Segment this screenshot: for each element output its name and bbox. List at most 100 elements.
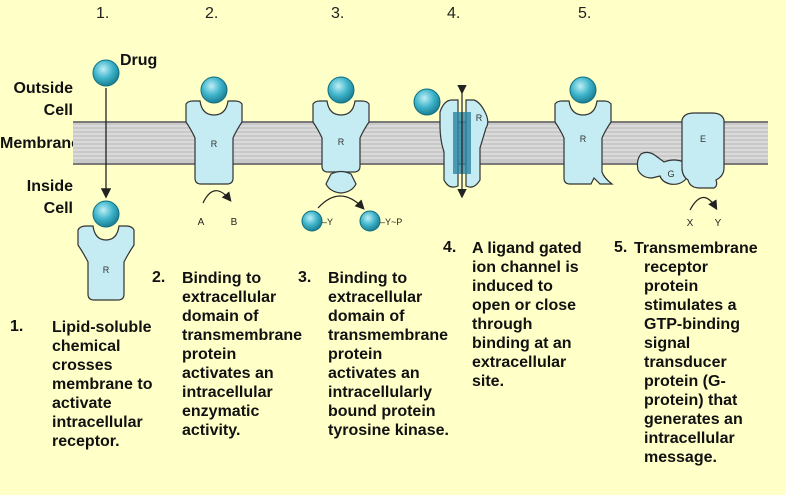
receptor-label-4: R — [476, 113, 483, 123]
caption-line: message. — [644, 449, 717, 466]
phosphorylation-arrow — [317, 195, 365, 210]
caption-line: intracellular — [182, 384, 273, 401]
transmembrane-receptor-2 — [185, 100, 243, 185]
ion-channel-right-subunit — [465, 99, 489, 188]
caption-line: intracellularly — [328, 384, 433, 401]
caption-line: site. — [472, 373, 505, 390]
outside-label-line: Outside — [13, 80, 73, 97]
caption-line: activate — [52, 395, 112, 412]
step-number-2: 2. — [205, 5, 219, 22]
g-protein — [636, 151, 690, 185]
caption-5: Transmembrane receptor protein stimulate… — [634, 239, 758, 467]
intracellular-receptor — [77, 225, 135, 301]
tyrosine-kinase — [325, 170, 357, 194]
g-protein-label: G — [667, 169, 674, 179]
caption-line: activity. — [182, 422, 241, 439]
caption-line: open or close — [472, 297, 577, 314]
caption-line: activates an — [182, 365, 274, 382]
drug-molecule-1 — [92, 59, 120, 87]
cell-label-line: Cell — [43, 102, 73, 119]
effector-label: E — [700, 134, 706, 144]
membrane-label: Membrane — [0, 135, 81, 152]
cell-label-line-2: Cell — [43, 200, 73, 217]
caption-3-number: 3. — [298, 269, 312, 286]
caption-line: Binding to — [182, 270, 262, 287]
caption-line: protein) that — [644, 392, 738, 409]
caption-line: bound protein — [328, 403, 436, 420]
drug-molecule-4 — [413, 88, 441, 116]
caption-5-number: 5. — [614, 239, 628, 256]
drug-molecule-2 — [200, 76, 228, 104]
step-number-3: 3. — [331, 5, 345, 22]
substrate-a-label: A — [198, 217, 205, 228]
caption-line: A ligand gated — [472, 240, 582, 257]
caption-line: protein — [182, 346, 237, 363]
outside-cell-label: Outside Cell — [0, 78, 73, 122]
step-number-5: 5. — [578, 5, 592, 22]
caption-line: extracellular — [328, 289, 423, 306]
caption-line: induced to — [472, 278, 553, 295]
caption-line: membrane to — [52, 376, 153, 393]
inside-label-line: Inside — [26, 178, 73, 195]
receptor-label-5: R — [580, 134, 587, 144]
receptor-label-1: R — [103, 265, 110, 275]
enzyme-reaction-arrow — [202, 190, 232, 204]
caption-line: Binding to — [328, 270, 408, 287]
caption-line: receptor. — [52, 433, 120, 450]
caption-line: GTP-binding — [644, 316, 740, 333]
substrate-y-label: –Y — [322, 217, 333, 227]
second-messenger-arrow — [689, 196, 718, 211]
substrate-protein — [301, 210, 323, 232]
caption-line: ion channel is — [472, 259, 579, 276]
phosphorylated-protein — [359, 210, 381, 232]
step-number-4: 4. — [447, 5, 461, 22]
step-number-1: 1. — [96, 5, 110, 22]
caption-line: intracellular — [644, 430, 735, 447]
caption-4-number: 4. — [443, 239, 457, 256]
inside-cell-label: Inside Cell — [0, 176, 73, 220]
caption-line: transmembrane — [182, 327, 303, 344]
caption-line: activates an — [328, 365, 420, 382]
drug-label: Drug — [120, 52, 158, 69]
caption-line: domain of — [328, 308, 405, 325]
gpcr-receptor — [554, 100, 614, 185]
effector-protein — [681, 112, 725, 189]
drug-molecule-bound-1 — [92, 200, 120, 228]
caption-1-number: 1. — [10, 318, 24, 335]
caption-line: generates an — [644, 411, 743, 428]
caption-line: extracellular — [182, 289, 277, 306]
caption-line: chemical — [52, 338, 121, 355]
phosphorylated-y-label: –Y~P — [380, 217, 402, 227]
caption-4: A ligand gated ion channel is induced to… — [472, 239, 582, 391]
receptor-label-2: R — [211, 139, 218, 149]
caption-line: tyrosine kinase. — [328, 422, 449, 439]
drug-molecule-5 — [569, 76, 597, 104]
caption-line: intracellular — [52, 414, 143, 431]
receptor-label-3: R — [338, 137, 345, 147]
caption-line: enzymatic — [182, 403, 260, 420]
caption-line: extracellular — [472, 354, 567, 371]
transmembrane-receptor-3 — [312, 100, 370, 173]
caption-line: Lipid-soluble — [52, 319, 152, 336]
caption-2: Binding to extracellular domain of trans… — [182, 269, 302, 440]
caption-3: Binding to extracellular domain of trans… — [328, 269, 449, 440]
product-b-label: B — [231, 217, 238, 228]
caption-line: stimulates a — [644, 297, 737, 314]
caption-1: Lipid-soluble chemical crosses membrane … — [52, 318, 152, 451]
caption-line: crosses — [52, 357, 113, 374]
caption-line: transducer — [644, 354, 727, 371]
caption-line: protein (G- — [644, 373, 726, 390]
caption-line: through — [472, 316, 533, 333]
caption-line: binding at an — [472, 335, 572, 352]
drug-molecule-3 — [327, 76, 355, 104]
caption-line: signal — [644, 335, 691, 352]
caption-line: Transmembrane — [634, 240, 758, 257]
caption-line: domain of — [182, 308, 259, 325]
effector-product-y-label: Y — [715, 218, 722, 229]
caption-line: protein — [328, 346, 383, 363]
effector-substrate-x-label: X — [687, 218, 694, 229]
caption-2-number: 2. — [152, 269, 166, 286]
caption-line: receptor — [644, 259, 709, 276]
